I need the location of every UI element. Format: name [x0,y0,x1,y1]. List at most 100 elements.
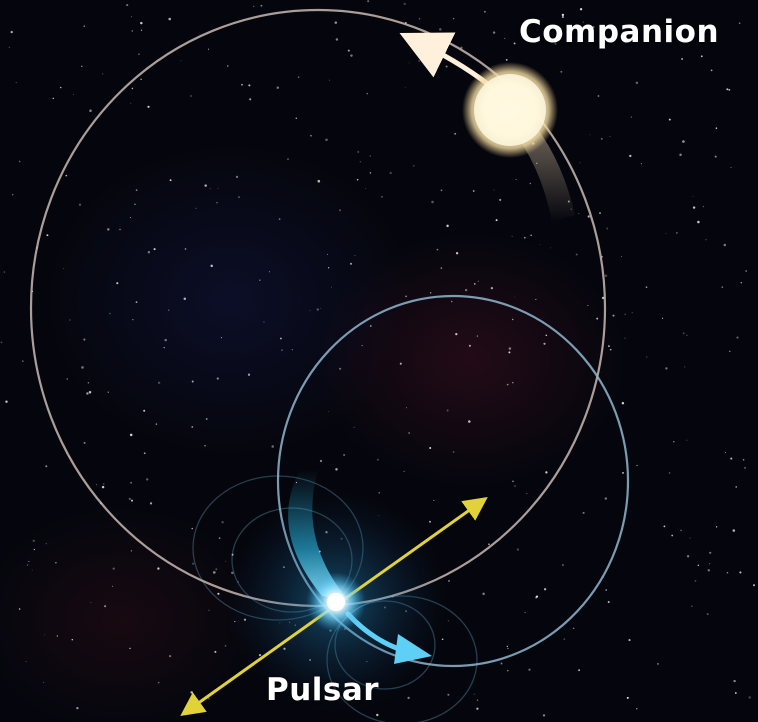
background-star [736,336,739,339]
background-star [320,307,322,309]
background-star [592,26,595,29]
background-star [589,134,591,136]
background-star [512,381,514,384]
background-star [526,492,528,495]
background-star [413,165,415,167]
background-star [671,534,674,537]
background-star [440,189,443,192]
background-star [545,334,548,337]
background-star [440,267,443,269]
background-star [445,65,448,68]
background-star [327,267,330,269]
background-star [359,161,361,163]
background-star [483,10,486,13]
background-star [25,661,27,663]
background-star [694,579,697,582]
background-star [709,551,712,554]
background-star [89,391,91,393]
background-star [682,332,685,335]
background-star [606,227,609,230]
background-star [134,203,136,205]
background-star [157,681,160,684]
background-star [126,4,129,7]
background-star [3,271,6,273]
background-star [278,218,281,220]
background-star [549,247,551,249]
background-star [157,381,161,385]
background-star [119,228,121,231]
background-star [180,60,182,62]
background-star [309,310,311,312]
background-star [271,445,274,448]
background-star [752,584,756,587]
background-star [561,563,565,567]
background-star [452,451,455,453]
background-star [535,298,537,300]
background-star [511,235,513,237]
background-star [408,432,410,434]
background-star [430,292,432,294]
background-star [12,194,14,196]
background-star [367,0,370,3]
background-star [745,270,747,272]
background-star [636,708,638,710]
background-star [192,562,195,565]
background-star [335,38,339,41]
background-star [164,338,167,342]
background-star [365,188,367,189]
background-star [512,318,514,321]
background-star [328,79,330,81]
background-star [130,102,132,104]
background-star [690,605,693,608]
background-star [195,207,197,209]
background-star [286,158,290,161]
background-star [353,426,355,428]
background-star [381,195,383,198]
background-star [635,81,639,85]
background-star [28,560,30,563]
background-star [334,21,338,24]
background-star [542,714,546,717]
background-star [319,459,323,463]
background-star [149,502,153,505]
background-star [514,485,516,487]
background-star [356,178,359,181]
background-star [69,319,71,321]
background-star [316,308,319,311]
background-star [506,383,509,386]
background-star [682,140,685,143]
background-star [268,271,271,273]
background-star [735,486,738,488]
background-star [624,337,626,339]
background-star [33,548,35,551]
background-star [476,699,479,701]
background-star [477,280,479,282]
background-star [679,153,682,156]
background-star [607,601,610,603]
background-star [492,31,496,34]
pulsar-label: Pulsar [266,672,380,708]
background-star [495,219,498,222]
background-star [734,692,737,694]
background-star [72,93,74,96]
background-star [376,458,379,461]
background-star [709,563,711,565]
background-star [224,645,227,647]
background-star [168,654,172,658]
background-star [697,564,700,567]
background-star [138,53,140,55]
background-star [598,212,602,215]
background-star [631,312,633,314]
background-star [408,62,410,64]
background-star [587,305,589,306]
background-star [429,520,431,523]
background-star [742,458,745,461]
background-star [523,236,526,239]
background-star [630,116,632,118]
background-star [488,543,490,546]
background-star [508,351,511,354]
background-star [726,571,729,574]
background-star [447,693,450,696]
background-star [513,42,516,45]
